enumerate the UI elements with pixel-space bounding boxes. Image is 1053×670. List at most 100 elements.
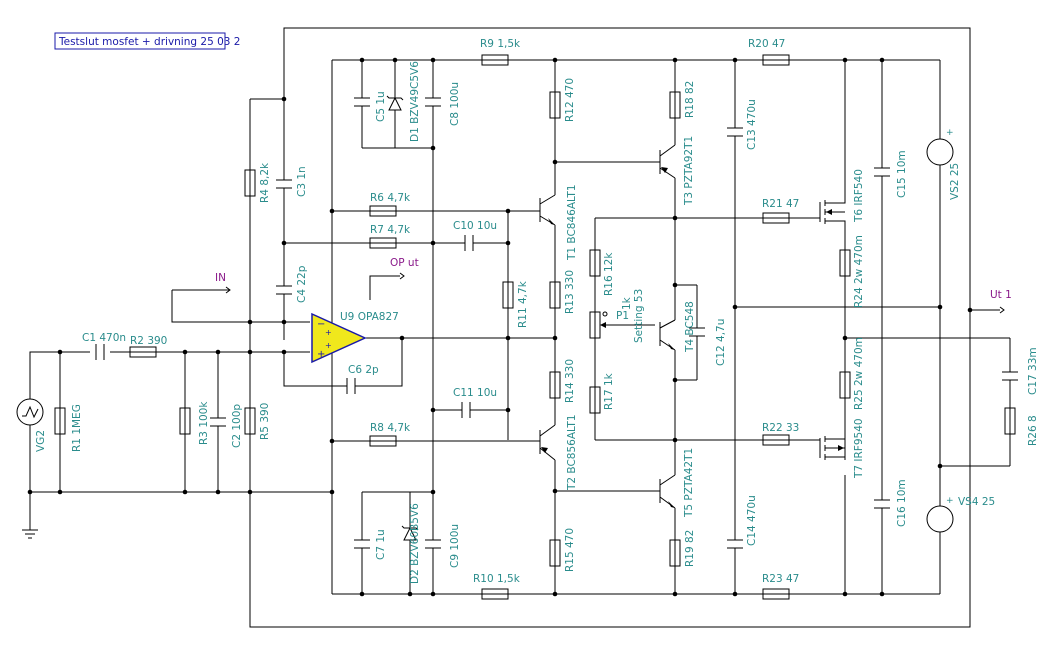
- label-c8: C8 100u: [449, 82, 461, 126]
- label-c5: C5 1u: [375, 91, 387, 122]
- capacitor-c12: [689, 327, 705, 337]
- capacitor-c1: [95, 344, 105, 360]
- svg-text:+: +: [946, 496, 954, 506]
- capacitor-c15: [874, 167, 890, 177]
- capacitor-c4: [276, 285, 292, 295]
- label-t3: T3 PZTA92T1: [683, 136, 695, 206]
- label-t2: T2 BC856ALT1: [566, 414, 578, 491]
- capacitor-c3: [276, 179, 292, 189]
- label-p1-setting: Setting 53: [633, 289, 645, 343]
- transistor-t3: [659, 144, 676, 179]
- label-vg2: VG2: [35, 430, 47, 452]
- label-r25: R25 2w 470m: [853, 337, 865, 410]
- capacitor-c2: [210, 417, 226, 427]
- label-r2: R2 390: [130, 335, 167, 347]
- net-label-op-ut: OP ut: [390, 257, 419, 269]
- label-c16: C16 10m: [896, 479, 908, 527]
- resistor-r11: [502, 281, 514, 309]
- net-connector-in: [225, 286, 231, 294]
- label-r21: R21 47: [762, 198, 799, 210]
- resistor-r14: [549, 371, 561, 399]
- label-r18: R18 82: [684, 81, 696, 118]
- label-r24: R24 2w 470m: [853, 235, 865, 308]
- resistor-r21: [762, 212, 790, 224]
- opamp-u9: − + + +: [311, 312, 367, 364]
- capacitor-c10: [464, 235, 474, 251]
- label-c6: C6 2p: [348, 364, 379, 376]
- label-c17: C17 33m: [1027, 347, 1039, 395]
- capacitor-c7: [354, 539, 370, 549]
- ground-icon: [22, 529, 38, 539]
- label-c13: C13 470u: [746, 99, 758, 150]
- label-c14: C14 470u: [746, 495, 758, 546]
- label-r13: R13 330: [564, 270, 576, 314]
- resistor-r18: [669, 91, 681, 119]
- label-r11: R11 4,7k: [517, 280, 529, 328]
- label-c2: C2 100p: [231, 404, 243, 448]
- label-r12: R12 470: [564, 78, 576, 122]
- label-c9: C9 100u: [449, 524, 461, 568]
- label-r6: R6 4,7k: [370, 192, 411, 204]
- capacitor-c16: [874, 499, 890, 509]
- label-vs4: VS4 25: [958, 496, 995, 508]
- resistor-r25: [839, 371, 851, 399]
- resistor-r10: [481, 588, 509, 600]
- label-r8: R8 4,7k: [370, 422, 411, 434]
- svg-text:+: +: [317, 349, 325, 360]
- svg-text:+: +: [325, 328, 332, 337]
- label-t5: T5 PZTA42T1: [683, 448, 695, 518]
- label-c4: C4 22p: [296, 265, 308, 303]
- components: − + + + + +: [16, 54, 1018, 600]
- label-p1-name: P1: [616, 310, 629, 322]
- label-t4: T4 BC548: [684, 301, 696, 353]
- capacitor-c9: [425, 539, 441, 549]
- transistor-t2: [539, 424, 556, 461]
- transistor-t5: [659, 474, 676, 509]
- label-r26: R26 8: [1027, 415, 1039, 446]
- transistor-t4: [659, 319, 676, 351]
- resistor-r23: [762, 588, 790, 600]
- labels-vertical: C5 1u D1 BZV49C5V6 C8 100u R12 470 R18 8…: [35, 61, 1039, 584]
- resistor-r5: [244, 407, 256, 435]
- title-frame: [54, 32, 226, 50]
- svg-text:+: +: [325, 341, 332, 350]
- junctions: [27, 57, 973, 597]
- label-u9: U9 OPA827: [340, 311, 399, 323]
- label-r22: R22 33: [762, 422, 799, 434]
- resistor-r22: [762, 434, 790, 446]
- signal-generator-vg2: [16, 398, 44, 426]
- resistor-r6: [369, 205, 397, 217]
- resistor-r4: [244, 169, 256, 197]
- capacitor-c5: [354, 97, 370, 107]
- resistor-r7: [369, 237, 397, 249]
- resistor-r19: [669, 539, 681, 567]
- label-r15: R15 470: [564, 528, 576, 572]
- net-connector-op-ut: [399, 272, 405, 280]
- resistor-r17: [589, 386, 601, 414]
- label-c10: C10 10u: [453, 220, 497, 232]
- label-r14: R14 330: [564, 359, 576, 403]
- label-r9: R9 1,5k: [480, 38, 521, 50]
- label-r17: R17 1k: [603, 372, 615, 410]
- capacitor-c14: [727, 539, 743, 549]
- label-c11: C11 10u: [453, 387, 497, 399]
- resistor-r1: [54, 407, 66, 435]
- resistor-r2: [129, 346, 157, 358]
- voltage-source-vs4: +: [926, 496, 954, 533]
- label-r20: R20 47: [748, 38, 785, 50]
- label-r1: R1 1MEG: [71, 404, 83, 452]
- capacitor-c17: [1002, 371, 1018, 381]
- resistor-r26: [1004, 407, 1016, 435]
- zener-d2: [401, 525, 419, 541]
- svg-text:+: +: [946, 128, 954, 138]
- mosfet-t7: [790, 432, 846, 460]
- net-label-ut1: Ut 1: [990, 289, 1012, 301]
- label-t6: T6 IRF540: [853, 169, 865, 223]
- label-r23: R23 47: [762, 573, 799, 585]
- voltage-source-vs2: +: [926, 128, 954, 166]
- capacitor-c8: [425, 97, 441, 107]
- resistor-r12: [549, 91, 561, 119]
- net-connector-ut1: [999, 306, 1005, 314]
- resistor-r20: [762, 54, 790, 66]
